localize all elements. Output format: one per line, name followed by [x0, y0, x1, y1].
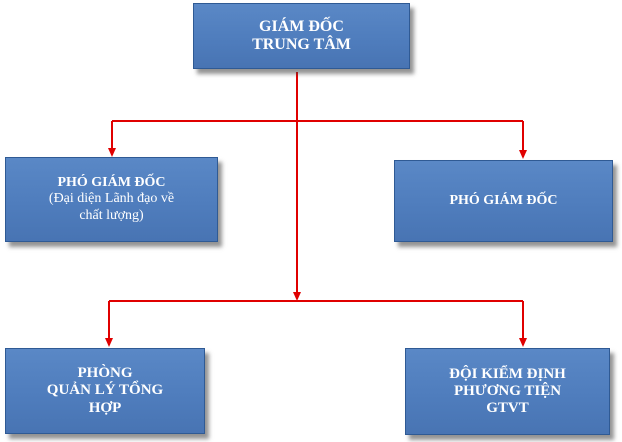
inspection-title-line2: PHƯƠNG TIỆN: [453, 382, 562, 399]
director-box: GIÁM ĐỐC TRUNG TÂM: [193, 3, 410, 69]
admin-title-line2: QUẢN LÝ TỔNG: [46, 382, 164, 399]
deputy-right-title: PHÓ GIÁM ĐỐC: [449, 192, 558, 208]
inspection-title-line1: ĐỘI KIỂM ĐỊNH: [449, 365, 566, 382]
arrowhead-deputy-left: [108, 148, 116, 157]
arrowhead-inspection: [519, 338, 527, 347]
general-admin-department-box: PHÒNG QUẢN LÝ TỔNG HỢP: [5, 348, 205, 434]
deputy-left-note-line2: chất lượng): [79, 207, 144, 223]
vehicle-inspection-team-box: ĐỘI KIỂM ĐỊNH PHƯƠNG TIỆN GTVT: [405, 348, 610, 435]
admin-title-line3: HỢP: [88, 399, 122, 416]
deputy-director-box: PHÓ GIÁM ĐỐC: [394, 160, 613, 242]
deputy-left-title: PHÓ GIÁM ĐỐC: [57, 175, 166, 191]
deputy-director-quality-box: PHÓ GIÁM ĐỐC (Đại diện Lãnh đạo về chất …: [5, 157, 218, 242]
admin-title-line1: PHÒNG: [77, 365, 133, 382]
arrowhead-trunk: [293, 292, 301, 301]
arrowhead-deputy-right: [519, 150, 527, 159]
director-title-line2: TRUNG TÂM: [252, 36, 351, 53]
inspection-title-line3: GTVT: [486, 400, 529, 417]
director-title-line1: GIÁM ĐỐC: [259, 17, 344, 35]
deputy-left-note-line1: (Đại diện Lãnh đạo về: [48, 191, 175, 207]
arrowhead-admin: [105, 338, 113, 347]
